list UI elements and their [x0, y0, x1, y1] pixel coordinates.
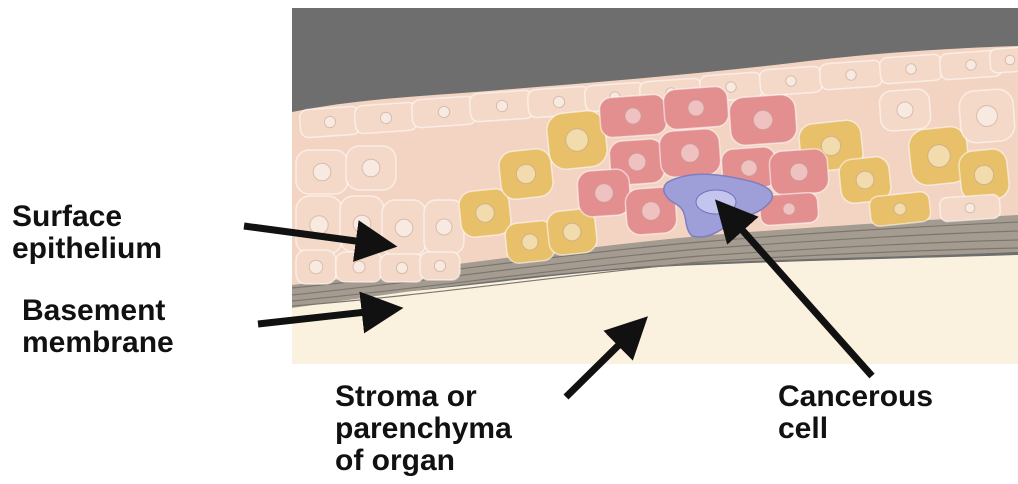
normal-cell	[879, 88, 932, 131]
normal-cell	[939, 194, 1001, 222]
label-surface-epithelium: Surface epithelium	[12, 201, 162, 265]
cancerous-cell-nucleus	[696, 190, 736, 214]
dysplastic-cell	[576, 168, 631, 218]
normal-cell	[989, 47, 1018, 74]
normal-cell	[296, 150, 348, 194]
normal-cell	[346, 146, 396, 190]
normal-cell	[296, 250, 336, 284]
normal-cell	[420, 252, 460, 280]
label-line: Cancerous	[778, 381, 933, 413]
dysplastic-cell	[728, 94, 797, 146]
label-line: epithelium	[12, 233, 162, 265]
normal-cell	[380, 254, 424, 282]
label-line: parenchyma	[335, 413, 512, 445]
label-cancerous-cell: Cancerous cell	[778, 381, 933, 445]
label-line: of organ	[335, 445, 512, 477]
normal-cell	[424, 200, 464, 254]
normal-cell	[336, 252, 382, 282]
normal-cell	[879, 54, 943, 84]
normal-cell	[958, 88, 1015, 144]
label-line: cell	[778, 413, 933, 445]
normal-cell	[759, 66, 823, 96]
label-line: Stroma or	[335, 381, 512, 413]
normal-cell	[382, 200, 426, 256]
label-line: Surface	[12, 201, 162, 233]
normal-cell	[411, 96, 477, 128]
normal-cell	[296, 196, 342, 254]
normal-cell	[819, 60, 883, 90]
normal-cell	[354, 102, 418, 134]
dysplastic-cell	[498, 147, 555, 200]
dysplastic-cell	[769, 148, 830, 196]
normal-cell	[299, 106, 361, 138]
dysplastic-cell	[545, 109, 609, 171]
label-stroma: Stroma or parenchyma of organ	[335, 381, 512, 477]
dysplastic-cell	[958, 148, 1011, 203]
dysplastic-cell	[663, 86, 730, 130]
dysplastic-cell	[869, 191, 932, 227]
label-line: Basement	[22, 295, 174, 327]
dysplastic-cell	[599, 94, 668, 139]
dysplastic-cell	[458, 188, 513, 239]
dysplastic-cell	[658, 128, 721, 178]
label-line: membrane	[22, 327, 174, 359]
normal-cell	[469, 90, 535, 122]
label-basement-membrane: Basement membrane	[22, 295, 174, 359]
